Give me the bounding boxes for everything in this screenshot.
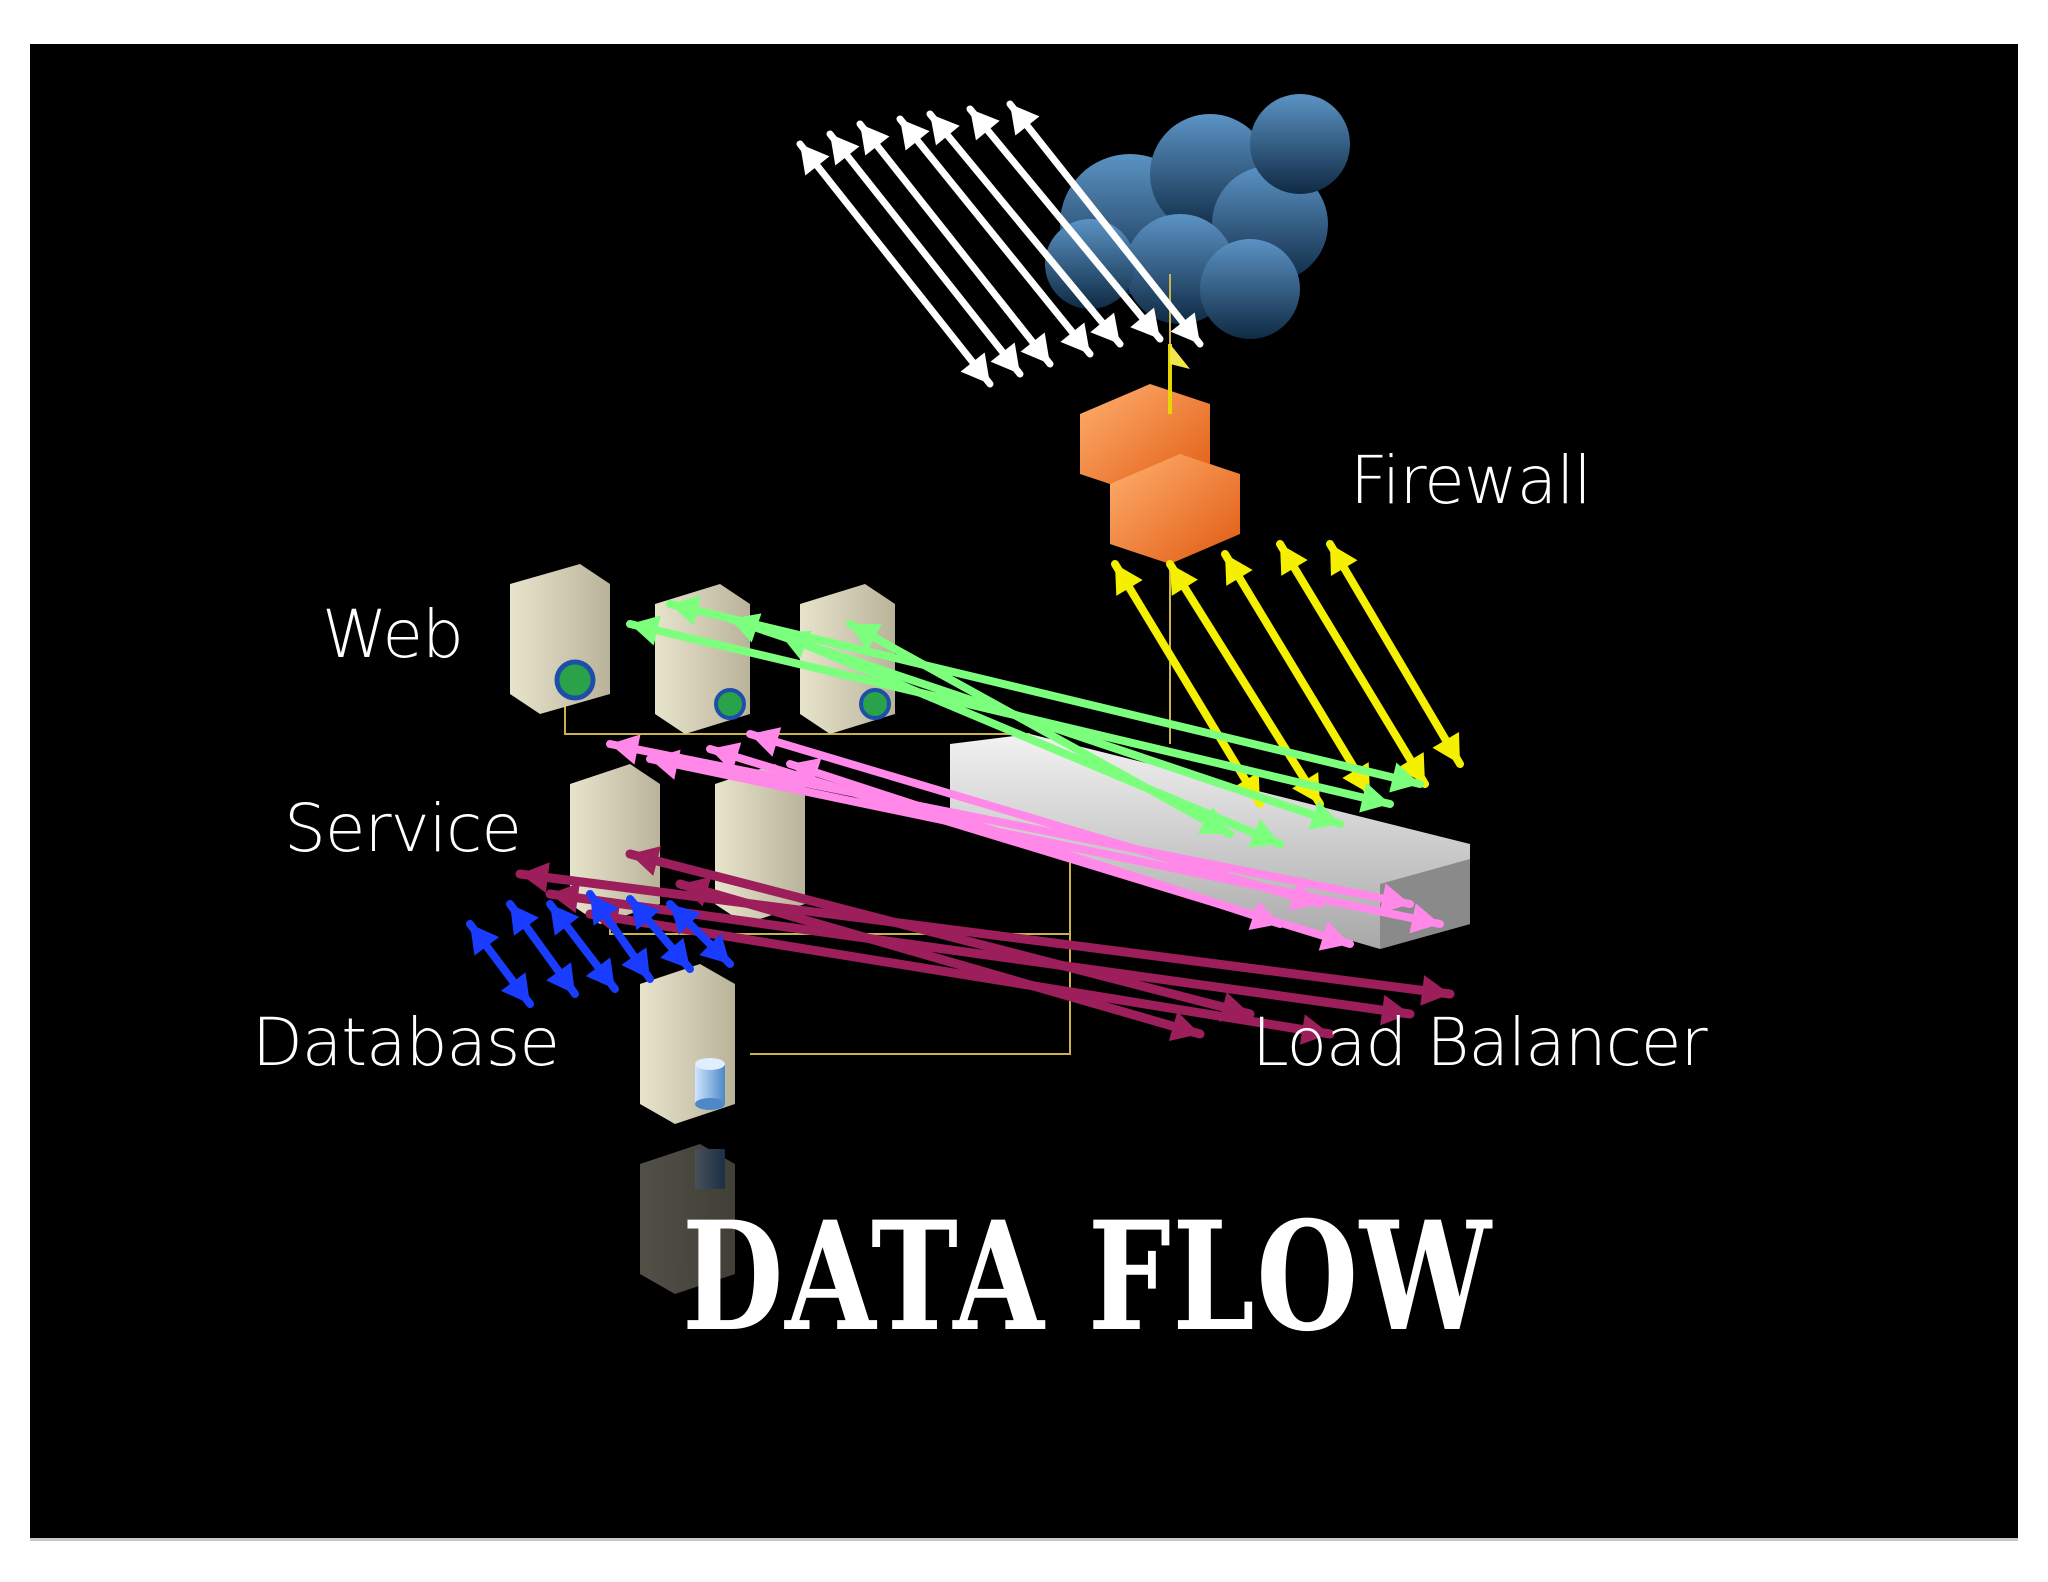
slide-title: DATA FLOW <box>682 1189 1493 1365</box>
service-db-flow-arrow <box>626 895 694 973</box>
network-diagram <box>466 94 1470 1294</box>
internet-flow-arrow <box>896 115 1094 358</box>
internet-flow-arrow <box>1006 100 1204 348</box>
firewall-lb-flow-arrow <box>1276 540 1429 788</box>
internet-flow-arrow <box>796 140 994 388</box>
lb-web-flow-arrow <box>776 630 1284 848</box>
cloud-icon <box>1045 94 1350 339</box>
firewall-lb-flow-arrow <box>1326 540 1464 768</box>
globe-icon <box>714 688 746 720</box>
web-service-flow-arrow <box>606 734 1414 914</box>
database-server-icon <box>640 964 735 1294</box>
internet-flow-arrow <box>926 110 1124 348</box>
service-db-flow-arrow <box>506 900 579 998</box>
slide-edge <box>30 1538 2018 1541</box>
web-label: Web <box>322 596 464 673</box>
firewall-icon <box>1080 344 1240 564</box>
web-service-flow-arrow <box>786 758 1284 930</box>
slide: Firewall Web Service Database Load Balan… <box>30 44 2018 1538</box>
web-server-icon <box>510 564 895 734</box>
internet-flow-arrow <box>856 120 1054 368</box>
service-lb-flow-arrow <box>515 862 1455 1006</box>
service-label: Service <box>284 790 522 867</box>
service-db-flow-arrow <box>666 900 734 968</box>
globe-icon <box>859 688 891 720</box>
service-lb-flow-arrow <box>625 846 1255 1022</box>
web-service-flow-arrow <box>746 727 1324 911</box>
internet-flow-arrow <box>826 130 1024 378</box>
service-lb-flow-arrow <box>675 876 1205 1042</box>
data-flow-arrows <box>466 100 1464 1045</box>
service-db-flow-arrow <box>586 890 654 983</box>
database-label: Database <box>252 1004 560 1081</box>
load-balancer-label: Load Balancer <box>1252 1004 1708 1081</box>
lb-web-flow-arrow <box>846 620 1234 838</box>
globe-icon <box>554 659 596 701</box>
service-db-flow-arrow <box>546 900 619 993</box>
service-db-flow-arrow <box>466 920 534 1008</box>
load-balancer-icon <box>950 734 1470 949</box>
database-cylinder-icon <box>695 1058 725 1110</box>
firewall-label: Firewall <box>1350 442 1592 519</box>
internet-flow-arrow <box>966 105 1164 343</box>
